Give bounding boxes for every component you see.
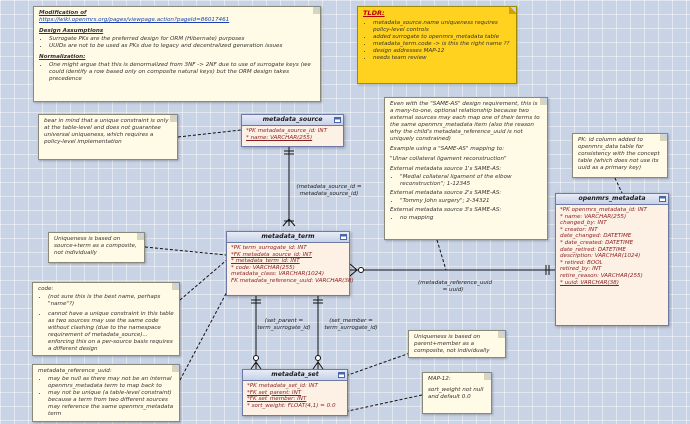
relation-label-source-term: (metadata_source_id = metadata_source_id… [296,184,362,197]
entity-row: * date_created: DATETIME [560,239,634,246]
entity-row: metadata_class: VARCHAR(1024) [231,271,325,278]
note-title: MAP-12: [428,376,451,382]
entity-row: * retired: BOOL [560,259,603,266]
list-item: "Tommy John surgery"; 2-34321 [400,198,542,205]
entity-metadata-source[interactable]: metadata_source *PK metadata_source_id: … [241,114,344,147]
entity-openmrs-metadata[interactable]: openmrs_metadata *PK openmrs_metadata_id… [555,193,669,326]
entity-row: retired_by: INT [560,266,602,273]
wiki-link[interactable]: https://wiki.openmrs.org/pages/viewpage.… [39,17,230,23]
entity-row: *PK openmrs_metadata_id: INT [560,207,647,213]
entity-row: *PK term_surrogate_id: INT [231,245,307,251]
entity-row: *FK set_parent: INT [247,389,302,396]
note-text: PK: id column added to openmrs_data tabl… [578,137,660,171]
note-title: code: [38,286,54,292]
uniqueness-set-note: Uniqueness is based on parent+member as … [408,330,506,358]
list-item: cannot have a unique constraint in this … [48,311,174,353]
note-text: Example using a "SAME-AS" mapping to: [390,146,505,152]
entity-row: *PK metadata_set_id: INT [247,383,318,389]
entity-row: * name: VARCHAR(255) [560,213,627,220]
list-item: design addresses MAP-12 [373,48,511,55]
design-notes: Modification of https://wiki.openmrs.org… [33,6,321,102]
note-text: External metadata source 1's SAME-AS: [390,166,502,172]
entity-row: *FK metadata_source_id: INT [231,251,312,258]
uniqueness-policy-note: bear in mind that a unique constraint is… [38,114,178,160]
entity-row: date_retired: DATETIME [560,246,626,253]
list-item: UUIDs are not to be used as PKs due to l… [49,43,315,50]
list-item: added surrogate to openmrs_metadata tabl… [373,34,511,41]
entity-row: retire_reason: VARCHAR(255) [560,272,643,279]
entity-row: *PK metadata_source_id: INT [246,128,328,134]
entity-row: description: VARCHAR(1024) [560,253,641,260]
tldr-title: TLDR: [363,9,385,17]
note-text: "Ulnar collateral ligament reconstructio… [390,156,507,162]
table-icon [334,117,341,123]
note-text: Uniqueness is based on parent+member as … [414,334,490,354]
entity-row: * sort_weight: FLOAT(4,1) = 0.0 [247,402,336,409]
table-icon [659,196,666,202]
note-title: metadata_reference_uuid: [38,368,112,374]
entity-row: FK metadata_reference_uuid: VARCHAR(38) [231,277,354,284]
note-text: Uniqueness is based on source+term as a … [54,236,137,256]
table-icon [338,372,345,378]
entity-row: * uuid: VARCHAR(38) [560,279,619,286]
entity-row: date_changed: DATETIME [560,233,632,240]
entity-row: changed_by: INT [560,220,607,227]
table-icon [340,234,347,240]
note-text: bear in mind that a unique constraint is… [44,118,169,145]
tldr-note: TLDR: metadata_source.name uniqueness re… [357,6,517,84]
entity-row: * code: VARCHAR(255) [231,264,295,271]
entity-row: * creator: INT [560,226,598,233]
list-item: metadata_term.code -> is this the right … [373,41,511,48]
list-item: Surrogate PKs are the preferred design f… [49,36,315,43]
entity-row: * name: VARCHAR(255) [246,134,313,141]
entity-row: * metadata_term_id: INT [231,258,300,265]
list-item: no mapping [400,215,542,222]
list-item: "Medial collateral ligament of the elbow… [400,174,542,188]
modification-title: Modification of [39,10,87,16]
relation-label-set-parent: (set_parent = term_surrogate_id) [257,318,311,331]
entity-metadata-set[interactable]: metadata_set *PK metadata_set_id: INT *F… [242,369,348,416]
same-as-note: Even with the "SAME-AS" design requireme… [384,97,548,240]
reference-uuid-note: metadata_reference_uuid: may be null as … [32,364,180,422]
pk-note: PK: id column added to openmrs_data tabl… [572,133,668,178]
note-text: External metadata source 2's SAME-AS: [390,190,502,196]
normalization-title: Normalization: [39,54,86,60]
uniqueness-term-note: Uniqueness is based on source+term as a … [48,232,145,263]
note-text: Even with the "SAME-AS" design requireme… [390,101,540,142]
entity-title: openmrs_metadata [578,195,646,202]
entity-title: metadata_set [271,371,319,378]
note-text: sort_weight not null and default 0.0 [428,387,484,400]
entity-row: *FK set_member: INT [247,396,307,403]
code-note: code: (not sure this is the best name, p… [32,282,180,356]
list-item: may not be unique (a table-level constra… [48,390,174,418]
list-item: needs team review [373,55,511,62]
list-item: may be null as there may not be an inter… [48,376,174,390]
list-item: One might argue that this is denormalize… [49,62,315,83]
design-assumptions-title: Design Assumptions [39,28,104,34]
entity-title: metadata_source [262,116,323,123]
map12-note: MAP-12: sort_weight not null and default… [422,372,492,414]
note-text: External metadata source 3's SAME-AS: [390,207,502,213]
entity-metadata-term[interactable]: metadata_term *PK term_surrogate_id: INT… [226,231,354,296]
list-item: (not sure this is the best name, perhaps… [48,294,174,308]
entity-title: metadata_term [261,233,315,240]
list-item: metadata_source.name uniqueness requires… [373,20,511,34]
relation-label-term-reference: (metadata_reference_uuid = uuid) [418,280,493,293]
relation-label-set-member: (set_member = term_surrogate_id) [324,318,378,331]
